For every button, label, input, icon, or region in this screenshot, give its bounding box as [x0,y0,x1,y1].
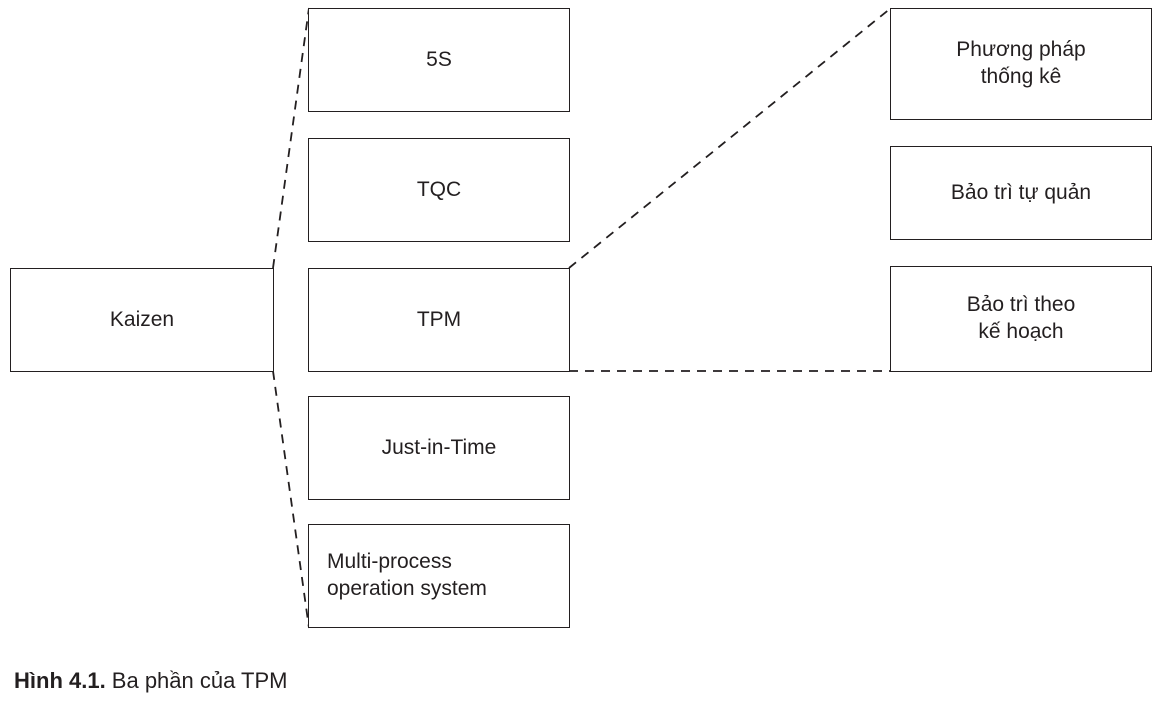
node-tpm[interactable]: TPM [308,268,570,372]
node-kaizen[interactable]: Kaizen [10,268,274,372]
connector-tpm-top [568,7,892,269]
node-phuong-phap-thong-ke[interactable]: Phương pháp thống kê [890,8,1152,120]
node-tqc[interactable]: TQC [308,138,570,242]
connector-kaizen-top [272,7,310,269]
node-multi-process-operation-system[interactable]: Multi-process operation system [308,524,570,628]
connector-kaizen-bottom [272,370,310,629]
figure-caption-text: Ba phần của TPM [105,668,288,693]
node-just-in-time[interactable]: Just-in-Time [308,396,570,500]
node-bao-tri-theo-ke-hoach[interactable]: Bảo trì theo kế hoạch [890,266,1152,372]
figure-caption: Hình 4.1. Ba phần của TPM [14,668,288,694]
node-5s[interactable]: 5S [308,8,570,112]
figure-caption-label: Hình 4.1. [14,668,106,693]
node-bao-tri-tu-quan[interactable]: Bảo trì tự quản [890,146,1152,240]
